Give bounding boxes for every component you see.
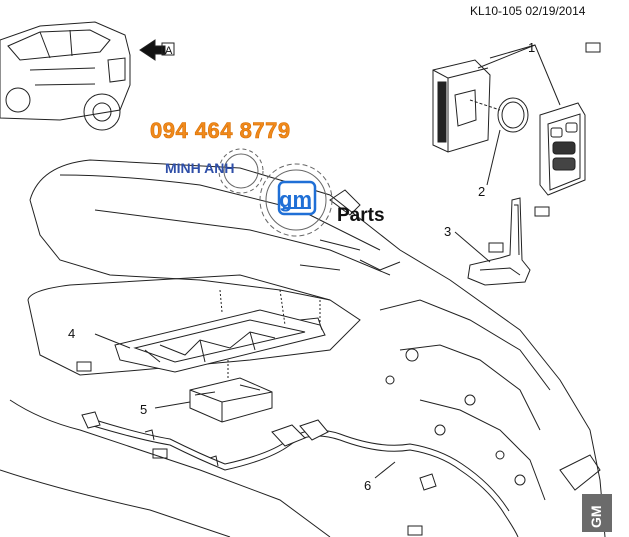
callout-5: 5 [140, 402, 148, 417]
document-id: KL10-105 02/19/2014 [470, 4, 586, 18]
callout-6: 6 [364, 478, 372, 493]
key-fob-housing [432, 44, 586, 196]
vehicle-view-illustration [0, 21, 131, 131]
corner-logo-text: GM [588, 505, 604, 528]
control-module [154, 360, 273, 423]
watermark-parts: Parts [337, 205, 385, 226]
key-blade [454, 197, 531, 286]
wiring-harness [81, 411, 519, 537]
fob-battery [469, 97, 529, 186]
watermark-gears [218, 148, 333, 237]
reference-markers [76, 42, 601, 536]
callout-3: 3 [444, 224, 452, 239]
callout-1: 1 [528, 40, 536, 55]
gm-badge-box [277, 180, 317, 216]
view-a-box [161, 42, 175, 56]
callout-2: 2 [478, 184, 486, 199]
view-a-label: A [165, 45, 173, 57]
gm-corner-logo [582, 494, 612, 532]
watermark-phone: 094 464 8779 [150, 118, 291, 144]
module-bracket [94, 289, 326, 373]
callout-4: 4 [68, 326, 76, 341]
view-a-arrow [139, 39, 166, 61]
watermark-brand: gm [279, 187, 312, 212]
watermark-company: MINH ANH [165, 160, 235, 176]
